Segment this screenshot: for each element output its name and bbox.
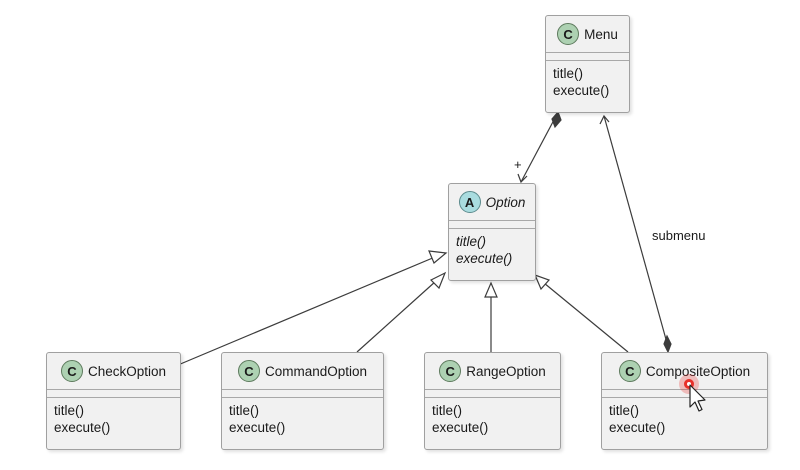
- method: title(): [54, 403, 84, 418]
- method: execute(): [54, 420, 111, 435]
- method: title(): [609, 403, 639, 418]
- class-commandoption[interactable]: C CommandOption title() execute(): [221, 352, 384, 450]
- submenu-line: [603, 115, 668, 344]
- class-icon: C: [439, 360, 462, 382]
- compositeoption-inheritance-line: [543, 282, 629, 353]
- composition-diamond-icon: [551, 110, 562, 129]
- method: execute(): [553, 83, 610, 98]
- method: execute(): [432, 420, 489, 435]
- composition-diamond-icon: [663, 334, 672, 354]
- method: execute(): [229, 420, 286, 435]
- class-name: CompositeOption: [645, 363, 751, 379]
- inheritance-triangle-icon: [428, 250, 448, 264]
- class-compositeoption[interactable]: C CompositeOption title() execute(): [601, 352, 768, 450]
- checkoption-inheritance-line: [177, 256, 436, 366]
- method: title(): [432, 403, 462, 418]
- menu-option-composition-line: [520, 117, 556, 183]
- method: execute(): [609, 420, 666, 435]
- method: execute(): [456, 251, 513, 266]
- commandoption-inheritance-line: [356, 280, 437, 353]
- submenu-label: submenu: [652, 228, 706, 243]
- class-name: CommandOption: [264, 363, 368, 379]
- class-name: CheckOption: [87, 363, 167, 379]
- class-name: Menu: [584, 26, 618, 42]
- menu-option-multiplicity: +: [514, 157, 522, 172]
- class-name: RangeOption: [466, 363, 546, 379]
- inheritance-triangle-icon: [533, 273, 551, 291]
- mouse-pointer-icon: [679, 374, 706, 412]
- abstract-class-icon: A: [458, 191, 481, 213]
- class-checkoption[interactable]: C CheckOption title() execute(): [46, 352, 181, 450]
- method: title(): [229, 403, 259, 418]
- class-option[interactable]: A Option title() execute(): [448, 183, 536, 281]
- inheritance-triangle-icon: [484, 281, 498, 298]
- method: title(): [553, 66, 583, 81]
- class-icon: C: [60, 360, 83, 382]
- arrowhead-icon: [599, 114, 610, 125]
- class-icon: C: [557, 23, 580, 45]
- class-icon: C: [237, 360, 260, 382]
- class-menu[interactable]: C Menu title() execute(): [545, 15, 630, 113]
- method: title(): [456, 234, 486, 249]
- class-rangeoption[interactable]: C RangeOption title() execute(): [424, 352, 561, 450]
- arrowhead-icon: [517, 173, 528, 184]
- class-icon: C: [618, 360, 641, 382]
- class-name: Option: [485, 194, 526, 210]
- inheritance-triangle-icon: [429, 271, 447, 290]
